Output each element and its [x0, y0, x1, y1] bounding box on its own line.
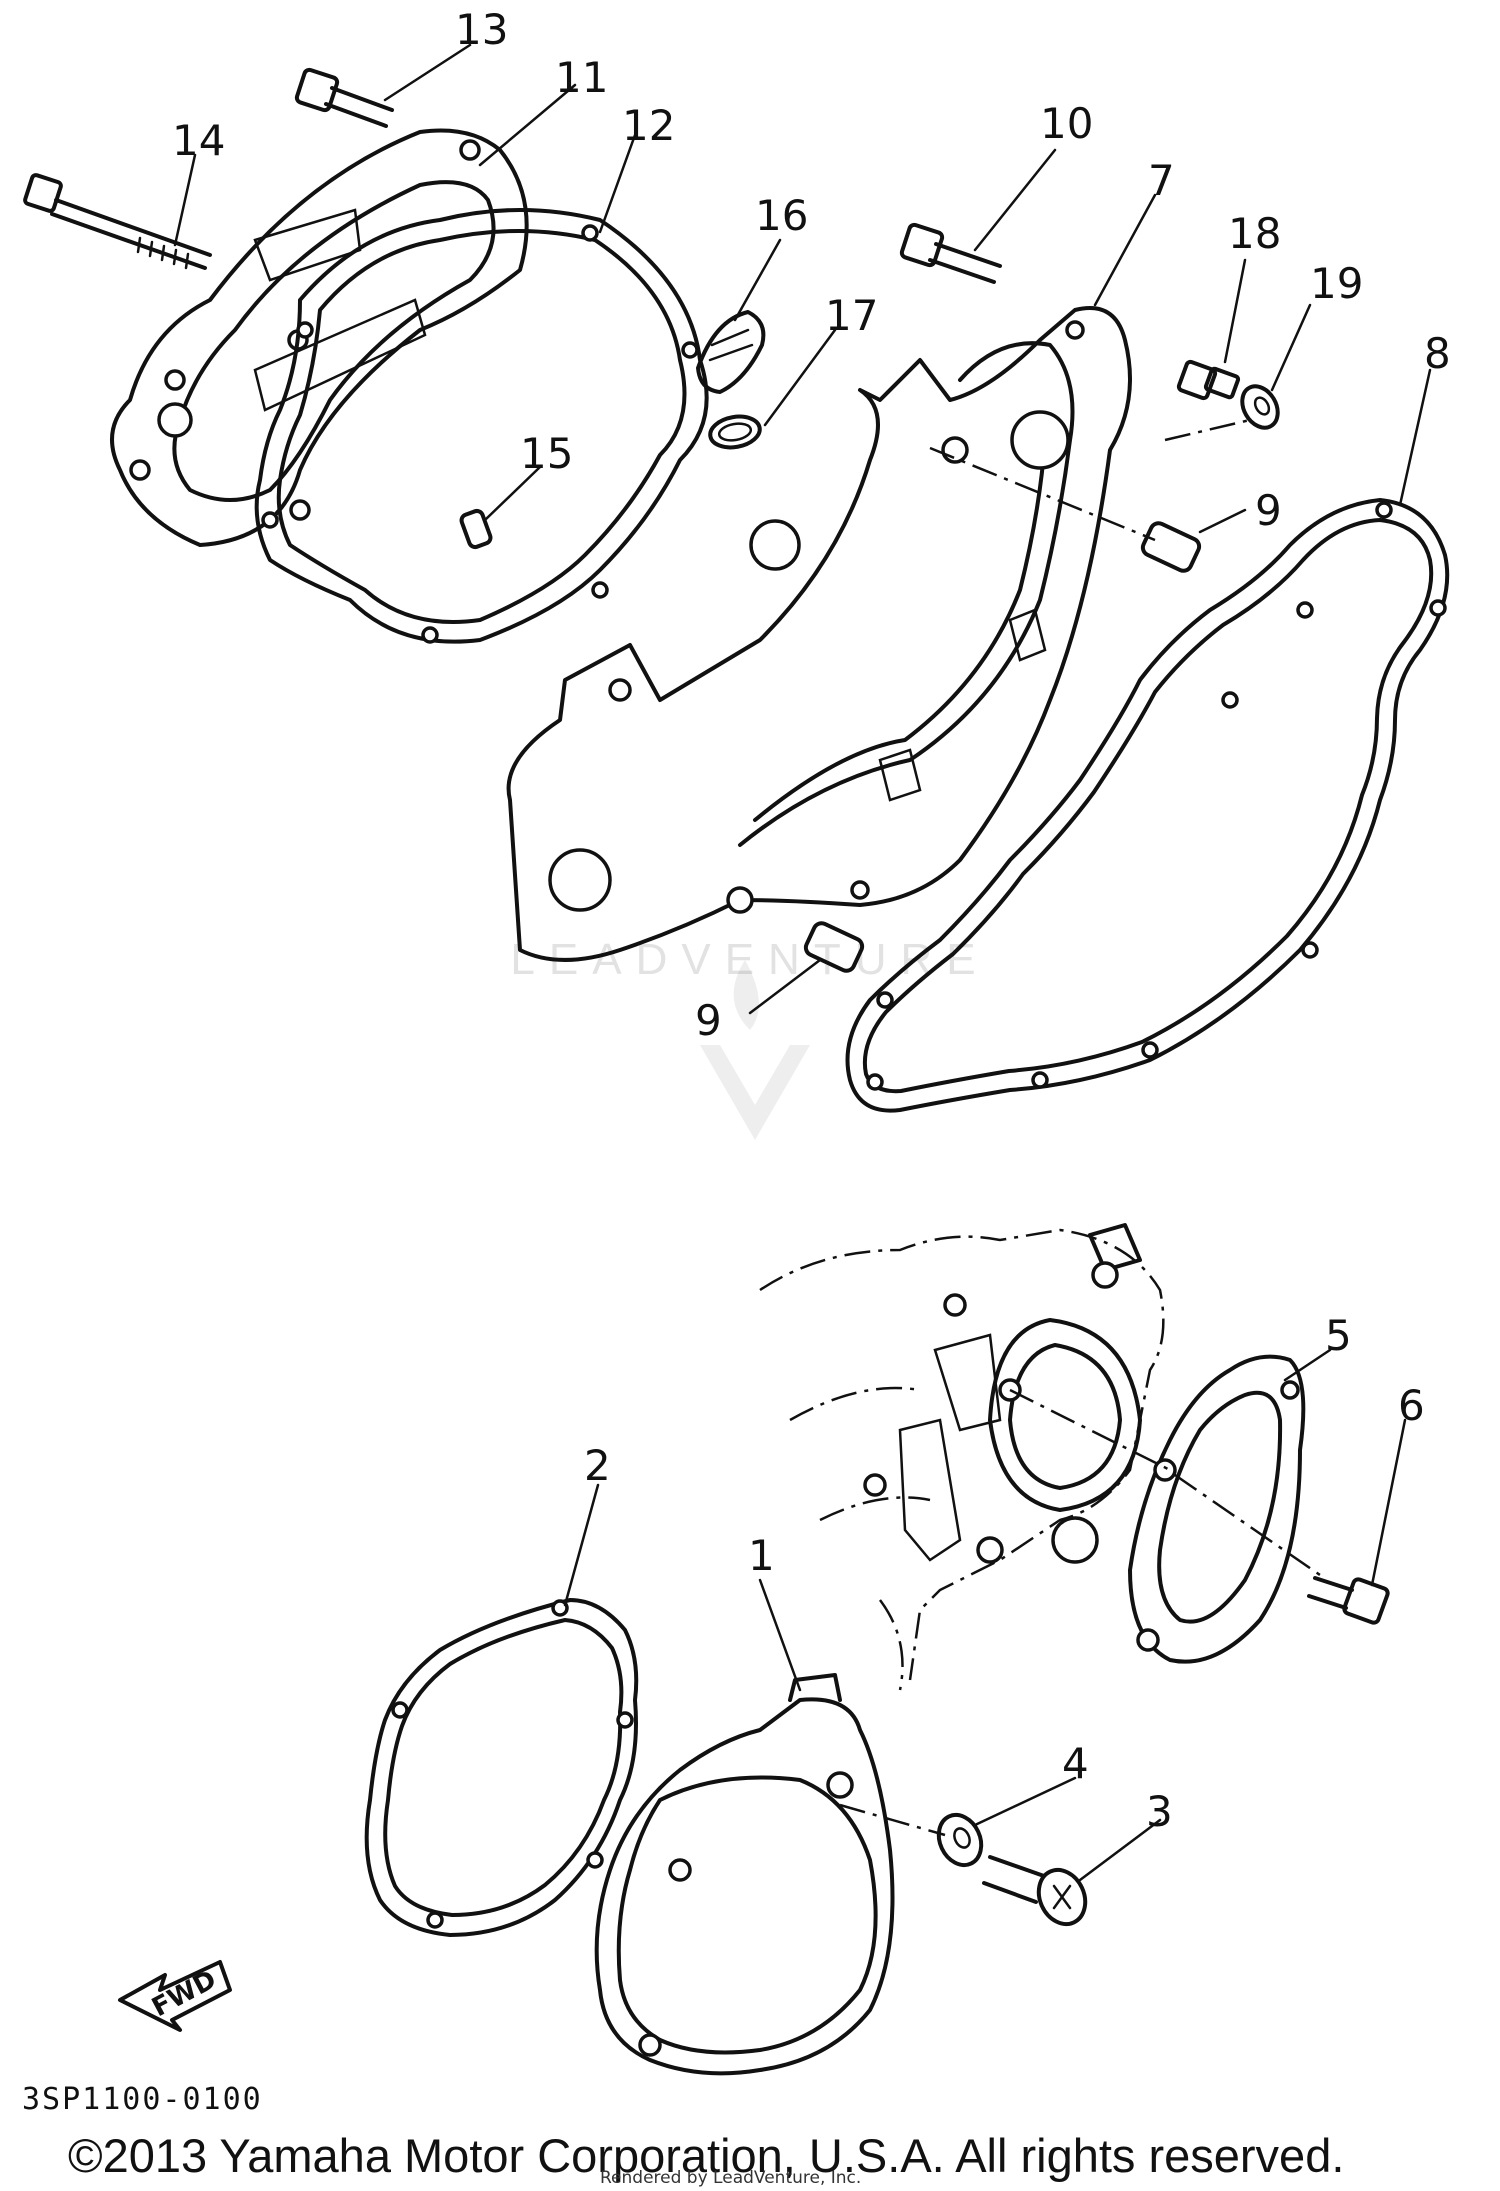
dowel-9-upper	[1140, 521, 1202, 573]
water-pump-cover-5	[1128, 1354, 1306, 1664]
callout-9-upper: 9	[1255, 486, 1282, 535]
callout-18: 18	[1228, 209, 1281, 258]
callout-2: 2	[584, 1441, 611, 1490]
bolt-6	[1307, 1576, 1390, 1625]
clutch-cover-11	[110, 128, 529, 547]
callout-19: 19	[1310, 259, 1363, 308]
ignition-cover-1	[594, 1673, 895, 2076]
callout-1: 1	[748, 1531, 775, 1580]
callout-14: 14	[172, 116, 225, 165]
callout-13: 13	[455, 5, 508, 54]
crankcase-cover-7	[506, 306, 1132, 962]
oil-filler-plug-16	[696, 310, 766, 394]
washer-19	[1240, 384, 1280, 430]
ignition-gasket-2	[364, 1598, 639, 1937]
washer-4	[936, 1812, 984, 1868]
callout-16: 16	[755, 191, 808, 240]
callout-7: 7	[1148, 156, 1175, 205]
callout-6: 6	[1398, 1381, 1425, 1430]
renderer-note: Rendered by LeadVenture, Inc.	[600, 2168, 862, 2188]
engine-case-reference	[759, 1223, 1165, 1691]
bolt-10	[899, 222, 1002, 284]
callout-3: 3	[1146, 1787, 1173, 1836]
watermark-logo	[700, 960, 810, 1140]
callout-10: 10	[1040, 99, 1093, 148]
drain-bolt-18	[1176, 359, 1241, 401]
cover-gasket-12	[254, 208, 709, 644]
dowel-pin-15	[459, 508, 493, 550]
callout-4: 4	[1062, 1739, 1089, 1788]
forward-direction-arrow: FWD	[118, 1960, 232, 2032]
crankcase-gasket-8	[845, 498, 1450, 1113]
long-bolt-14	[23, 173, 212, 270]
callout-9-lower: 9	[695, 996, 722, 1045]
callout-15: 15	[520, 429, 573, 478]
callout-12: 12	[622, 101, 675, 150]
dowel-9-lower	[803, 921, 865, 973]
callout-11: 11	[555, 53, 608, 102]
copyright-notice: ©2013 Yamaha Motor Corporation, U.S.A. A…	[68, 2129, 1345, 2182]
screw-3	[982, 1855, 1088, 1927]
bolt-13	[294, 67, 394, 128]
o-ring-17	[708, 414, 762, 450]
callout-5: 5	[1325, 1311, 1352, 1360]
callout-8: 8	[1424, 329, 1451, 378]
callout-labels: 1 2 3 4 5 6 7 8 9 9 10 11 12 13 14 15 16…	[172, 5, 1451, 1836]
catalog-code: 3SP1100-0100	[22, 2082, 263, 2117]
leader-lines	[173, 43, 1432, 1882]
callout-17: 17	[825, 291, 878, 340]
